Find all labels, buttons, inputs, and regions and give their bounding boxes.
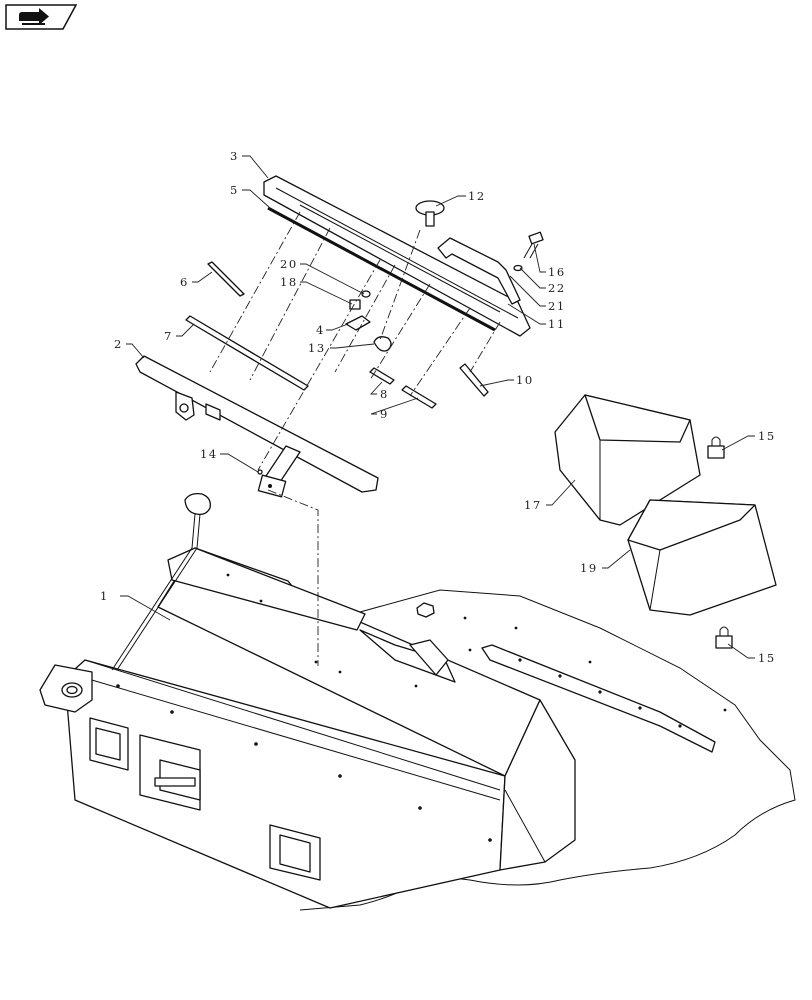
callout-7: 7 — [164, 329, 173, 343]
adjustment-knob — [415, 200, 445, 227]
callout-16: 16 — [548, 265, 566, 279]
callout-17: 17 — [524, 498, 542, 512]
leader-lines — [120, 155, 755, 659]
cover-17 — [554, 394, 701, 526]
pins-and-rods — [185, 261, 489, 409]
cab-floor-outline — [299, 589, 796, 911]
callout-6: 6 — [180, 275, 189, 289]
callout-1: 1 — [100, 589, 109, 603]
callout-8: 8 — [380, 387, 389, 401]
callout-10: 10 — [516, 373, 534, 387]
grab-handle — [437, 237, 521, 305]
callouts: 1 2 3 4 5 6 7 8 9 10 11 12 13 14 15 15 1… — [100, 149, 776, 665]
callout-4: 4 — [316, 323, 325, 337]
callout-2: 2 — [114, 337, 123, 351]
edge-strip — [267, 206, 496, 332]
callout-13: 13 — [308, 341, 326, 355]
padlock-lower — [715, 626, 733, 649]
callout-3: 3 — [230, 149, 239, 163]
callout-21: 21 — [548, 299, 566, 313]
console-housing — [39, 492, 576, 909]
bolt-and-washer — [513, 231, 544, 272]
armrest-pad — [263, 175, 531, 337]
callout-18: 18 — [280, 275, 298, 289]
callout-15-upper: 15 — [758, 429, 776, 443]
forward-arrow-icon — [19, 8, 49, 25]
mounting-rail — [135, 355, 379, 498]
small-hardware — [257, 290, 392, 475]
callout-11: 11 — [548, 317, 566, 331]
callout-19: 19 — [580, 561, 598, 575]
callout-14: 14 — [200, 447, 218, 461]
nav-forward-button[interactable] — [5, 4, 77, 30]
cover-19 — [627, 499, 777, 616]
callout-5: 5 — [230, 183, 239, 197]
callout-22: 22 — [548, 281, 566, 295]
callout-20: 20 — [280, 257, 298, 271]
callout-12: 12 — [468, 189, 486, 203]
callout-15-lower: 15 — [758, 651, 776, 665]
padlock-upper — [707, 436, 725, 459]
alignment-lines — [209, 211, 501, 666]
callout-9: 9 — [380, 407, 389, 421]
